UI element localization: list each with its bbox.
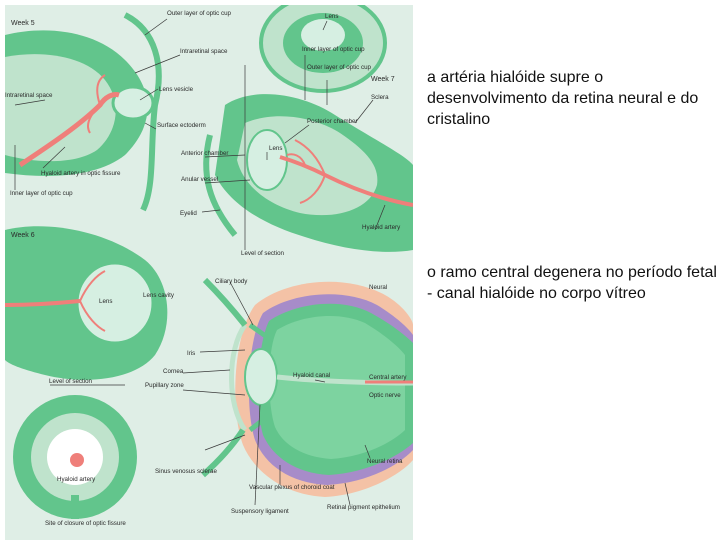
leader-anular-vessel: [204, 179, 251, 184]
label-level-of-section-top: Level of section: [241, 250, 285, 257]
week6-optic-fissure-closure: [71, 495, 79, 519]
label-hyaloid-canal: Hyaloid canal: [293, 372, 330, 379]
leader-surface-ectoderm: [144, 122, 157, 130]
leader-pupillary: [182, 389, 246, 396]
label-neural: Neural: [369, 284, 387, 291]
leader-pigment: [344, 482, 351, 506]
label-lens-bottom: Lens: [99, 298, 112, 305]
adult-eye-diagram: [201, 277, 413, 497]
leader-hyaloid-fissure: [42, 146, 66, 169]
leader-outer-layer: [144, 18, 168, 36]
label-sclera: Sclera: [371, 94, 389, 101]
leader-hyaloid-canal: [314, 379, 326, 383]
leader-intraretinal-1: [134, 54, 181, 74]
caption-hyaloid-artery-supply: a artéria hialóide supre o desenvolvimen…: [427, 69, 699, 128]
label-pupillary-zone: Pupillary zone: [145, 382, 184, 389]
label-posterior-chamber: Posterior chamber: [307, 118, 358, 125]
adult-eyelid-bottom: [201, 428, 246, 478]
label-intraretinal-space-1: Intraretinal space: [180, 48, 228, 55]
week-label-7: Week 7: [371, 76, 395, 83]
adult-ciliary-body-top: [248, 322, 269, 340]
label-sinus-venosus-sclerae: Sinus venosus sclerae: [155, 468, 217, 475]
label-ciliary-body: Ciliary body: [215, 278, 248, 285]
label-anterior-chamber: Anterior chamber: [181, 150, 228, 157]
leader-posterior-chamber: [284, 124, 310, 144]
leader-anterior-chamber: [204, 154, 246, 158]
week5-lens-vesicle: [111, 85, 155, 121]
leader-hyaloid-right: [374, 204, 386, 231]
week6-diagram: [5, 226, 168, 519]
week5-diagram: [5, 12, 162, 212]
label-lens-mid: Lens: [269, 145, 282, 152]
label-hyaloid-artery-right: Hyaloid artery: [362, 224, 401, 231]
leader-lens-vesicle: [139, 88, 159, 101]
label-lens-top: Lens: [325, 13, 338, 20]
label-cornea: Cornea: [163, 368, 184, 375]
adult-ciliary-body-bottom: [248, 415, 269, 432]
adult-cornea: [229, 323, 248, 432]
eye-development-illustration: Week 5 Week 7 Week 6 Outer layer of opti…: [5, 5, 413, 540]
caption-central-branch-degeneration: o ramo central degenera no período fetal…: [427, 264, 717, 302]
embryology-eye-figure: Week 5 Week 7 Week 6 Outer layer of opti…: [5, 5, 413, 540]
week5-inner-cup: [5, 54, 116, 162]
label-lens-cavity: Lens cavity: [143, 292, 175, 299]
label-optic-nerve: Optic nerve: [369, 392, 401, 399]
label-intraretinal-space-left: Intraretinal space: [5, 92, 53, 99]
leader-intraretinal-left: [14, 99, 46, 106]
label-inner-layer-optic-cup-left: Inner layer of optic cup: [10, 190, 73, 197]
week6-lens: [75, 261, 155, 345]
label-lens-vesicle: Lens vesicle: [159, 86, 194, 93]
label-surface-ectoderm: Surface ectoderm: [157, 122, 206, 129]
label-retinal-pigment-epithelium: Retinal pigment epithelium: [327, 504, 400, 511]
label-iris: Iris: [187, 350, 195, 357]
leader-neural-retina: [364, 444, 371, 459]
leader-cornea: [182, 369, 231, 374]
leader-iris: [199, 349, 246, 353]
label-inner-layer-optic-cup-right: Inner layer of optic cup: [302, 46, 365, 53]
week-label-5: Week 5: [11, 20, 35, 27]
label-site-of-closure: Site of closure of optic fissure: [45, 520, 126, 527]
leader-eyelid: [201, 209, 221, 213]
label-central-artery: Central artery: [369, 374, 407, 381]
label-hyaloid-artery-fissure: Hyaloid artery in optic fissure: [41, 170, 121, 177]
week6-hyaloid-branches: [79, 270, 106, 332]
week-label-6: Week 6: [11, 232, 35, 239]
label-outer-layer-optic-cup-right: Outer layer of optic cup: [307, 64, 372, 71]
leader-week7-lens: [322, 20, 328, 31]
structure-labels: Outer layer of optic cup Intraretinal sp…: [5, 10, 407, 527]
week6-hyaloid-artery-section: [70, 453, 84, 467]
label-level-of-section-bottom: Level of section: [49, 378, 93, 385]
week6-hyaloid-artery: [5, 299, 81, 307]
label-neural-retina: Neural retina: [367, 458, 403, 465]
leader-ciliary-body: [229, 281, 254, 326]
label-outer-layer-optic-cup: Outer layer of optic cup: [167, 10, 232, 17]
week7-eyelid: [203, 134, 238, 237]
label-suspensory-ligament: Suspensory ligament: [231, 508, 289, 515]
leader-sclera: [354, 99, 374, 124]
adult-eyelid-top: [202, 277, 248, 327]
leader-lines: [14, 18, 386, 506]
adult-vitreous-body: [269, 315, 405, 459]
leader-suspensory: [254, 404, 261, 506]
adult-lens: [244, 348, 278, 406]
label-anular-vessel: Anular vessel: [181, 176, 218, 183]
leader-sinus-venosus: [204, 434, 246, 451]
label-vascular-plexus: Vascular plexus of choroid coat: [249, 484, 335, 491]
week7-hyaloid-network: [286, 139, 326, 204]
label-hyaloid-artery-bottom: Hyaloid artery: [57, 476, 96, 483]
label-eyelid: Eyelid: [180, 210, 197, 217]
week7-lens-core: [301, 19, 345, 51]
week5-hyaloid-branches: [87, 74, 106, 134]
